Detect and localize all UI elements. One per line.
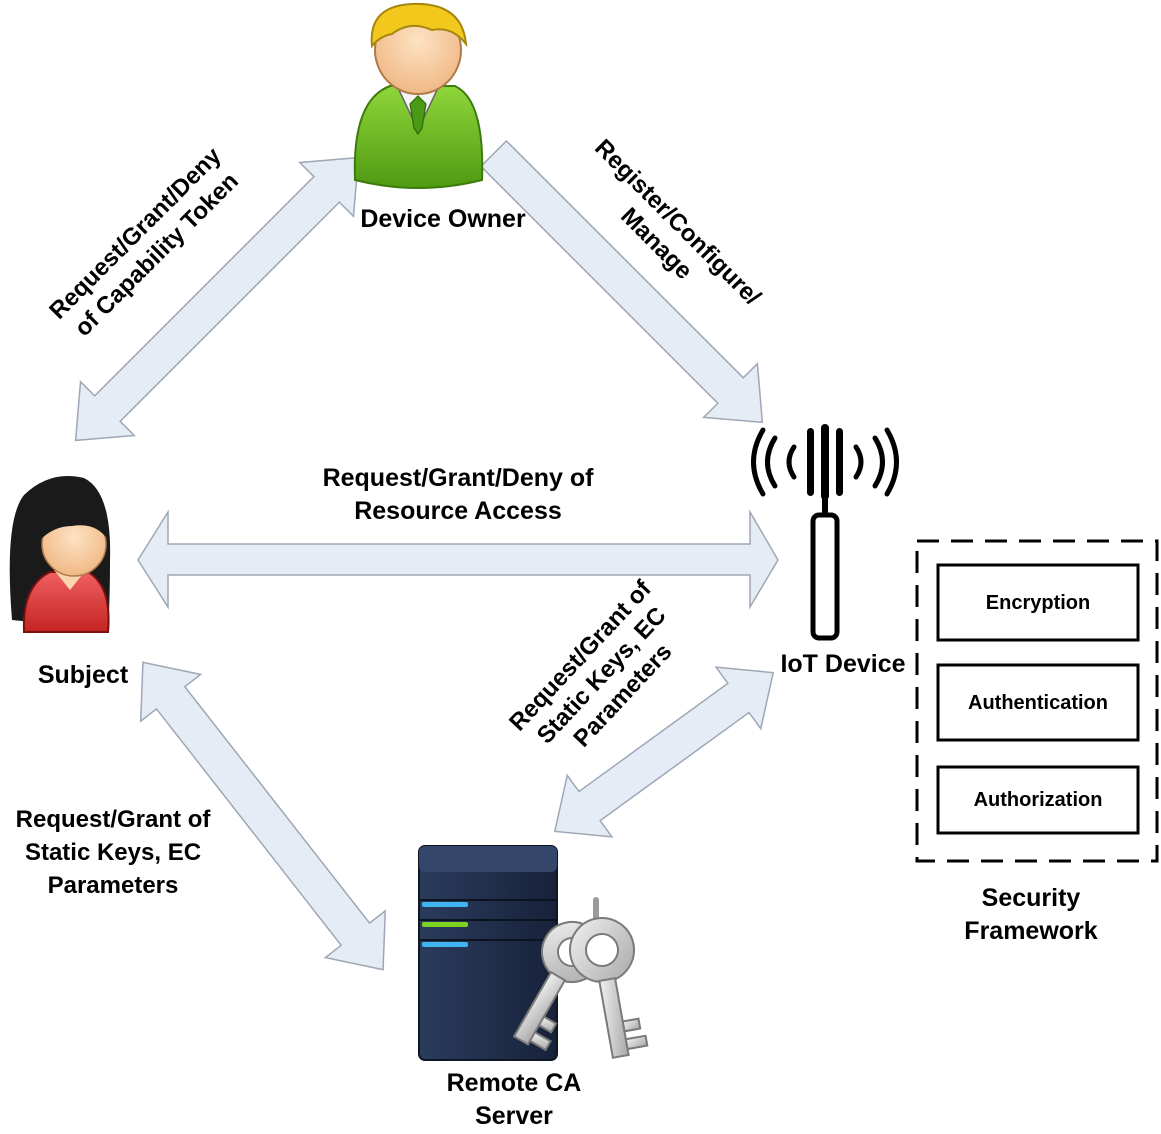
authorization-label: Authorization [974,789,1103,811]
authorization-box [936,765,1140,835]
keys-icon [512,897,649,1059]
device-owner-avatar [353,2,484,189]
subject-label: Subject [38,661,129,689]
security-framework-label-line1: Security [982,884,1081,912]
resource-caption-line1: Request/Grant/Deny of [323,464,595,492]
security-framework-label-line2: Framework [964,917,1097,945]
server-led-blue-2 [422,942,468,947]
iot-device-antenna-icon [751,424,899,641]
subject-keys-caption-line1: Request/Grant of [16,806,212,833]
subject-keys-caption-line2: Static Keys, EC [25,839,201,866]
remote-ca-label-line1: Remote CA [447,1069,582,1097]
iot-ca-keys-arrow [553,666,775,838]
iot-device-label: IoT Device [780,650,905,678]
security-framework-box: Encryption Authentication Authorization [915,539,1159,863]
authentication-box [936,663,1140,742]
server-led-blue [422,902,468,907]
subject-avatar [9,476,111,633]
subject-keys-caption-line3: Parameters [48,872,179,899]
authentication-label: Authentication [968,692,1108,714]
remote-ca-server-icon [418,845,558,1061]
register-configure-arrow [479,139,764,424]
remote-ca-label-line2: Server [475,1102,553,1130]
subject-ca-keys-arrow [139,661,387,971]
device-owner-label: Device Owner [360,205,526,233]
resource-caption-line2: Resource Access [354,497,562,525]
resource-access-arrow [137,509,779,610]
encryption-box [936,563,1140,642]
server-led-green [422,922,468,927]
encryption-label: Encryption [986,592,1090,614]
